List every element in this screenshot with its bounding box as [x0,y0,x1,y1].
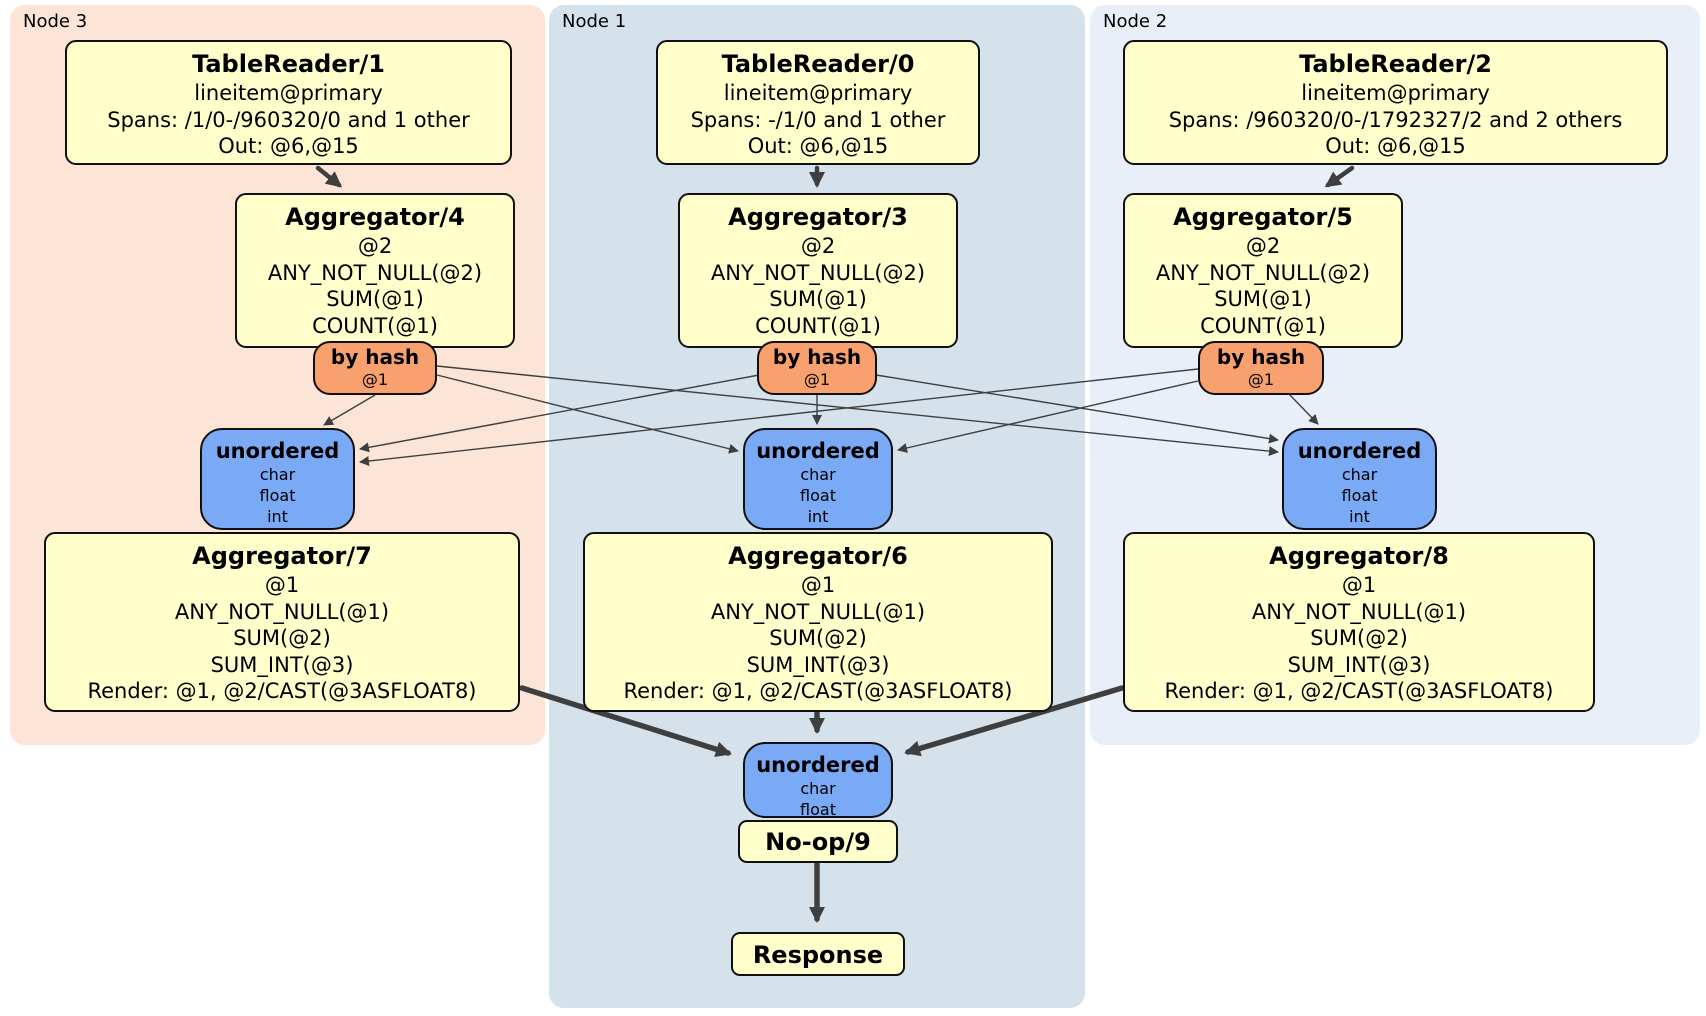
aggregator-7-title: Aggregator/7 [192,542,372,570]
aggregator-3-fn3: COUNT(@1) [755,313,881,338]
unordered-sync-node3: unordered char float int [200,428,355,530]
hash-router-node2: by hash @1 [1198,341,1324,395]
aggregator-4-group: @2 [357,234,393,258]
unordered-sync-node2-title: unordered [1297,439,1422,463]
aggregator-7-render: Render: @1, @2/CAST(@3ASFLOAT8) [87,679,477,703]
aggregator-4-title: Aggregator/4 [285,203,465,231]
aggregator-5-fn1: ANY_NOT_NULL(@2) [1155,260,1371,285]
sync-col-char: char [259,465,296,484]
response-title: Response [752,941,884,969]
table-reader-1-spans: Spans: /1/0-/960320/0 and 1 other [107,107,470,132]
unordered-sync-node3-title: unordered [215,439,340,463]
aggregator-4-box: Aggregator/4 @2 ANY_NOT_NULL(@2) SUM(@1)… [235,193,515,348]
aggregator-5-box: Aggregator/5 @2 ANY_NOT_NULL(@2) SUM(@1)… [1123,193,1403,348]
final-unordered-sync: unordered char float [743,742,893,819]
aggregator-6-fn3: SUM_INT(@3) [746,652,890,677]
table-reader-0-box: TableReader/0 lineitem@primary Spans: -/… [656,40,980,165]
aggregator-3-fn1: ANY_NOT_NULL(@2) [710,260,926,285]
node2-label: Node 2 [1103,11,1168,32]
aggregator-4-fn2: SUM(@1) [326,287,424,311]
aggregator-6-fn1: ANY_NOT_NULL(@1) [710,599,926,624]
aggregator-7-box: Aggregator/7 @1 ANY_NOT_NULL(@1) SUM(@2)… [44,532,520,712]
table-reader-0-spans: Spans: -/1/0 and 1 other [690,107,946,132]
sync-col-float: float [1341,486,1378,505]
table-reader-2-out: Out: @6,@15 [1325,134,1466,158]
response-box: Response [731,932,905,976]
aggregator-4-fn1: ANY_NOT_NULL(@2) [267,260,483,285]
hash-router-node3: by hash @1 [313,341,437,395]
sync-col-char: char [1341,465,1378,484]
aggregator-7-group: @1 [264,573,300,597]
hash-router-node1: by hash @1 [757,341,877,395]
node3-label: Node 3 [23,11,88,32]
aggregator-8-group: @1 [1341,573,1377,597]
aggregator-8-fn1: ANY_NOT_NULL(@1) [1251,599,1467,624]
aggregator-6-box: Aggregator/6 @1 ANY_NOT_NULL(@1) SUM(@2)… [583,532,1053,712]
hash-router-node3-title: by hash [330,345,420,369]
noop-title: No-op/9 [765,828,871,856]
hash-router-node3-detail: @1 [361,370,389,389]
aggregator-3-title: Aggregator/3 [728,203,908,231]
aggregator-6-group: @1 [800,573,836,597]
sync-col-char: char [800,465,836,484]
node1-label: Node 1 [562,11,627,32]
aggregator-8-title: Aggregator/8 [1269,542,1449,570]
sync-col-float: float [800,486,836,505]
aggregator-5-title: Aggregator/5 [1173,203,1353,231]
table-reader-0-out: Out: @6,@15 [747,134,889,158]
table-reader-1-index: lineitem@primary [194,81,383,105]
table-reader-2-index: lineitem@primary [1301,81,1490,105]
sync-col-float: float [259,486,296,505]
unordered-sync-node1: unordered char float int [743,428,893,530]
aggregator-5-fn3: COUNT(@1) [1200,313,1326,338]
aggregator-3-group: @2 [800,234,836,258]
aggregator-5-fn2: SUM(@1) [1214,287,1312,311]
hash-router-node2-detail: @1 [1247,370,1275,389]
table-reader-2-title: TableReader/2 [1299,50,1492,78]
aggregator-8-fn3: SUM_INT(@3) [1287,652,1431,677]
aggregator-6-fn2: SUM(@2) [769,626,867,650]
unordered-sync-node1-title: unordered [756,439,880,463]
sync-col-int: int [1349,507,1370,526]
unordered-sync-node2: unordered char float int [1282,428,1437,530]
aggregator-7-fn1: ANY_NOT_NULL(@1) [174,599,390,624]
hash-router-node1-title: by hash [772,345,862,369]
table-reader-1-box: TableReader/1 lineitem@primary Spans: /1… [65,40,512,165]
aggregator-8-box: Aggregator/8 @1 ANY_NOT_NULL(@1) SUM(@2)… [1123,532,1595,712]
sync-col-int: int [807,507,829,526]
table-reader-0-title: TableReader/0 [721,50,915,78]
table-reader-0-index: lineitem@primary [723,81,913,105]
table-reader-1-out: Out: @6,@15 [218,134,359,158]
table-reader-1-title: TableReader/1 [192,50,385,78]
aggregator-7-fn2: SUM(@2) [233,626,331,650]
aggregator-5-group: @2 [1245,234,1281,258]
aggregator-7-fn3: SUM_INT(@3) [210,652,354,677]
sync-col-char: char [800,779,836,798]
aggregator-6-title: Aggregator/6 [728,542,908,570]
aggregator-6-render: Render: @1, @2/CAST(@3ASFLOAT8) [623,679,1013,703]
table-reader-2-box: TableReader/2 lineitem@primary Spans: /9… [1123,40,1668,165]
sync-col-float: float [800,800,836,819]
aggregator-3-box: Aggregator/3 @2 ANY_NOT_NULL(@2) SUM(@1)… [678,193,958,348]
aggregator-8-render: Render: @1, @2/CAST(@3ASFLOAT8) [1164,679,1554,703]
hash-router-node2-title: by hash [1216,345,1306,369]
table-reader-2-spans: Spans: /960320/0-/1792327/2 and 2 others [1168,107,1623,132]
final-sync-title: unordered [756,753,880,777]
aggregator-8-fn2: SUM(@2) [1310,626,1408,650]
sync-col-int: int [267,507,288,526]
hash-router-node1-detail: @1 [803,370,831,389]
aggregator-3-fn2: SUM(@1) [769,287,867,311]
aggregator-4-fn3: COUNT(@1) [312,313,438,338]
noop-box: No-op/9 [738,820,898,863]
